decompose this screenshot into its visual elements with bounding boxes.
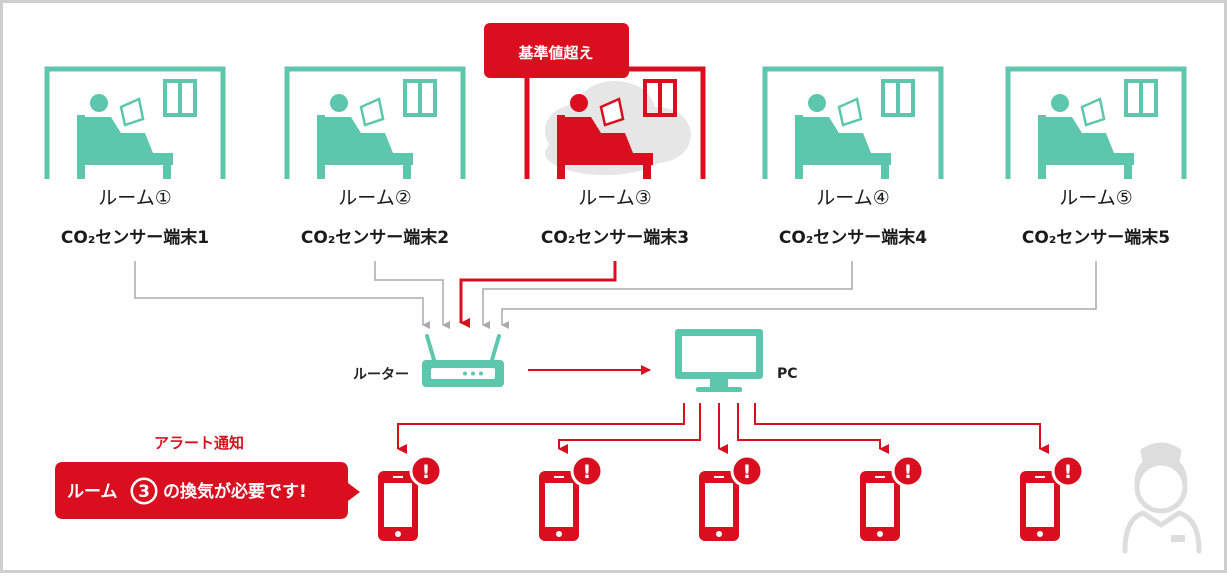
room-name-3: ルーム③	[578, 187, 651, 209]
phones-layer: !!!!!	[378, 454, 1085, 541]
sensor-device-2: CO₂センサー端末2	[301, 227, 449, 248]
room-card-3: ルーム③ CO₂センサー端末3	[524, 66, 706, 248]
smartphone-4: !	[860, 454, 925, 541]
room-card-4: ルーム④ CO₂センサー端末4	[762, 66, 944, 248]
rooms-layer: ルーム① CO₂センサー端末1 ルーム② CO₂センサー端末2 ルーム③ CO₂センサー端…	[44, 66, 1187, 248]
alert-exclamation-icon: !	[409, 454, 443, 488]
book-icon	[599, 97, 625, 127]
sensor-device-3: CO₂センサー端末3	[541, 227, 689, 248]
co2-network-diagram: ルーム① CO₂センサー端末1 ルーム② CO₂センサー端末2 ルーム③ CO₂センサー端…	[44, 23, 1202, 554]
sensor-device-1: CO₂センサー端末1	[61, 227, 209, 248]
room-name-4: ルーム④	[816, 187, 889, 209]
smartphone-3: !	[699, 454, 764, 541]
sensor-device-4: CO₂センサー端末4	[779, 227, 927, 248]
window-icon	[1124, 79, 1158, 117]
person-reading-icon	[317, 94, 413, 179]
alert-badge: 基準値超え	[484, 23, 629, 78]
room-name-5: ルーム⑤	[1059, 187, 1132, 209]
room-name-1: ルーム①	[98, 187, 171, 209]
alert-exclamation-icon: !	[730, 454, 764, 488]
svg-text:!: !	[583, 461, 592, 483]
window-icon	[163, 79, 197, 117]
book-icon	[1080, 97, 1106, 127]
alert-heading: アラート通知	[154, 434, 244, 452]
pc-to-phones-connections	[397, 403, 1049, 454]
pc-label: PC	[777, 366, 798, 382]
book-icon	[837, 97, 863, 127]
window-icon	[881, 79, 915, 117]
person-reading-icon	[1038, 94, 1134, 179]
book-icon	[359, 97, 385, 127]
svg-text:!: !	[422, 461, 431, 483]
smartphone-1: !	[378, 454, 443, 541]
sensor-device-5: CO₂センサー端末5	[1022, 227, 1170, 248]
person-reading-icon	[77, 94, 173, 179]
alert-message-suffix: の換気が必要です!	[163, 481, 307, 502]
room-card-5: ルーム⑤ CO₂センサー端末5	[1005, 66, 1187, 248]
person-reading-icon	[795, 94, 891, 179]
book-icon	[119, 97, 145, 127]
alert-exclamation-icon: !	[1051, 454, 1085, 488]
pc-monitor: PC	[675, 329, 798, 392]
window-icon	[643, 79, 677, 117]
alert-exclamation-icon: !	[891, 454, 925, 488]
room-card-2: ルーム② CO₂センサー端末2	[284, 66, 466, 248]
nurse-icon	[1122, 442, 1202, 554]
svg-text:!: !	[743, 461, 752, 483]
alert-message-number: 3	[138, 482, 150, 502]
router-label: ルーター	[353, 367, 409, 383]
sensor-connections	[134, 261, 1097, 329]
router: ルーター	[353, 334, 504, 387]
smartphone-5: !	[1020, 454, 1085, 541]
svg-text:!: !	[904, 461, 913, 483]
alert-message-prefix: ルーム	[67, 482, 118, 502]
person-reading-icon	[557, 94, 653, 179]
room-card-1: ルーム① CO₂センサー端末1	[44, 66, 226, 248]
alert-message-bubble: ルーム 3 の換気が必要です!	[55, 462, 360, 519]
smartphone-2: !	[539, 454, 604, 541]
alert-badge-text: 基準値超え	[517, 44, 593, 62]
room-name-2: ルーム②	[338, 187, 411, 209]
alert-exclamation-icon: !	[570, 454, 604, 488]
svg-text:!: !	[1064, 461, 1073, 483]
window-icon	[403, 79, 437, 117]
